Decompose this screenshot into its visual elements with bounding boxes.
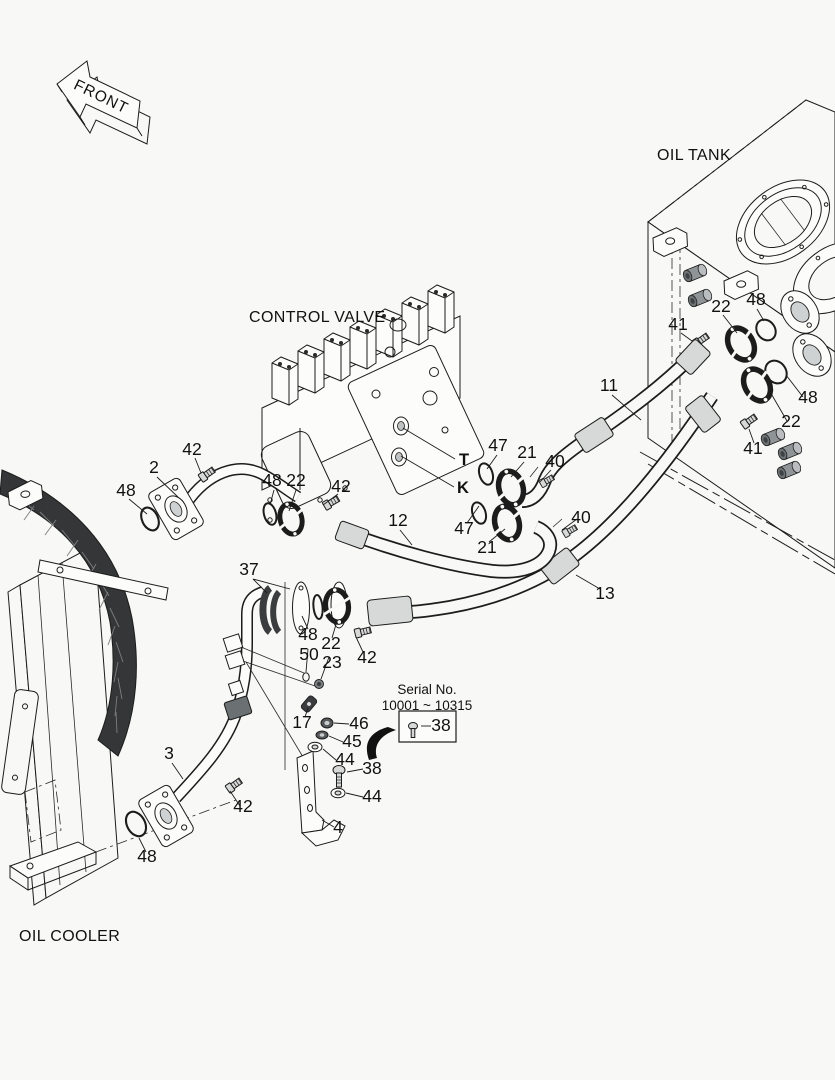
bracket-4-assembly — [245, 661, 346, 847]
port-connection-parts — [470, 462, 579, 546]
callout-label: 48 — [137, 846, 156, 866]
callout-label: 41 — [743, 438, 762, 458]
valve-end-plate — [347, 318, 485, 496]
split-flange-22 — [320, 586, 353, 626]
serial-range-label: 10001 ~ 10315 — [382, 698, 472, 713]
callout-label: 48 — [116, 480, 135, 500]
callout-label: 42 — [357, 647, 376, 667]
bolt-42 — [224, 776, 244, 794]
washer-44 — [307, 741, 323, 753]
pipe-clamp-block — [224, 650, 246, 670]
callout-label: 42 — [331, 476, 350, 496]
bolt-42 — [321, 494, 342, 511]
callout-label: 22 — [286, 470, 305, 490]
bolt-38-boxed — [408, 722, 418, 738]
pipe-3-flange — [138, 784, 194, 848]
callout-label: 48 — [798, 387, 817, 407]
callout-label: 47 — [454, 518, 473, 538]
callout-label: 38 — [431, 715, 450, 735]
plug-23 — [314, 679, 324, 689]
pipe-2-assembly — [140, 463, 342, 542]
control-valve-drawing — [260, 284, 485, 523]
oil-tank-label: OIL TANK — [657, 147, 731, 164]
callout-label: 47 — [488, 435, 507, 455]
serial-callout-box — [366, 710, 457, 760]
hose-12 — [334, 520, 558, 579]
callout-label: 42 — [233, 796, 252, 816]
o-ring-48 — [140, 506, 160, 532]
callout-label: 12 — [388, 510, 407, 530]
callout-label: 45 — [342, 731, 361, 751]
callout-label: 48 — [298, 624, 317, 644]
callout-label: 44 — [335, 749, 355, 769]
callout-label: 42 — [182, 439, 201, 459]
pointer-swoosh — [366, 727, 396, 760]
callout-label: 48 — [746, 289, 765, 309]
callout-label: 21 — [517, 442, 536, 462]
seal-plate-37-assembly — [259, 581, 373, 770]
front-arrow: FRONT — [56, 60, 151, 145]
bracket-4-plate — [296, 750, 325, 834]
washer-44 — [330, 787, 346, 799]
callout-label: 4 — [333, 817, 343, 837]
clamp-17 — [300, 695, 318, 713]
pipe-sleeve — [223, 695, 253, 721]
oil-cooler-drawing — [0, 469, 237, 906]
callout-label: T — [459, 451, 469, 469]
small-parts — [240, 646, 324, 713]
pipe-3-assembly — [124, 586, 265, 848]
callout-label: 3 — [164, 743, 174, 763]
callout-label: 21 — [477, 537, 496, 557]
bolt-38 — [332, 765, 346, 788]
control-valve-label: CONTROL VALVE — [249, 309, 386, 326]
oil-cooler-label: OIL COOLER — [19, 928, 120, 945]
o-ring-48 — [262, 502, 278, 526]
o-ring-48 — [124, 810, 148, 838]
callout-label: 2 — [149, 457, 159, 477]
callout-label: 40 — [545, 451, 565, 471]
pipe-clamp-block — [222, 633, 244, 653]
callout-label: 22 — [711, 296, 730, 316]
o-ring-48 — [312, 594, 324, 620]
callout-label: 23 — [322, 652, 341, 672]
callout-label: 22 — [321, 633, 340, 653]
callout-label: 48 — [262, 470, 281, 490]
washer-45 — [315, 730, 329, 740]
callout-label: 17 — [292, 712, 311, 732]
tank-ring-flange — [735, 179, 831, 265]
leader-lines — [128, 308, 804, 853]
serial-no-label: Serial No. — [397, 682, 456, 697]
callout-label: 13 — [595, 583, 614, 603]
bolt-42 — [353, 624, 373, 639]
pipe-2-flange — [148, 477, 204, 541]
callout-label: 41 — [668, 314, 687, 334]
hose-13 — [366, 392, 721, 627]
callout-label: 38 — [362, 758, 381, 778]
nut-46 — [320, 717, 334, 729]
callout-label: 44 — [362, 786, 382, 806]
callout-label: 40 — [571, 507, 591, 527]
callout-label: 11 — [600, 375, 618, 395]
callout-label: 22 — [781, 411, 800, 431]
callout-label: 46 — [349, 713, 368, 733]
o-ring-47 — [477, 462, 495, 486]
callout-label: 50 — [299, 644, 319, 664]
clip-50 — [302, 672, 310, 682]
callout-label: K — [457, 479, 469, 497]
hose-11 — [521, 339, 711, 508]
callout-label: 37 — [239, 559, 258, 579]
oil-tank-drawing — [639, 99, 835, 575]
